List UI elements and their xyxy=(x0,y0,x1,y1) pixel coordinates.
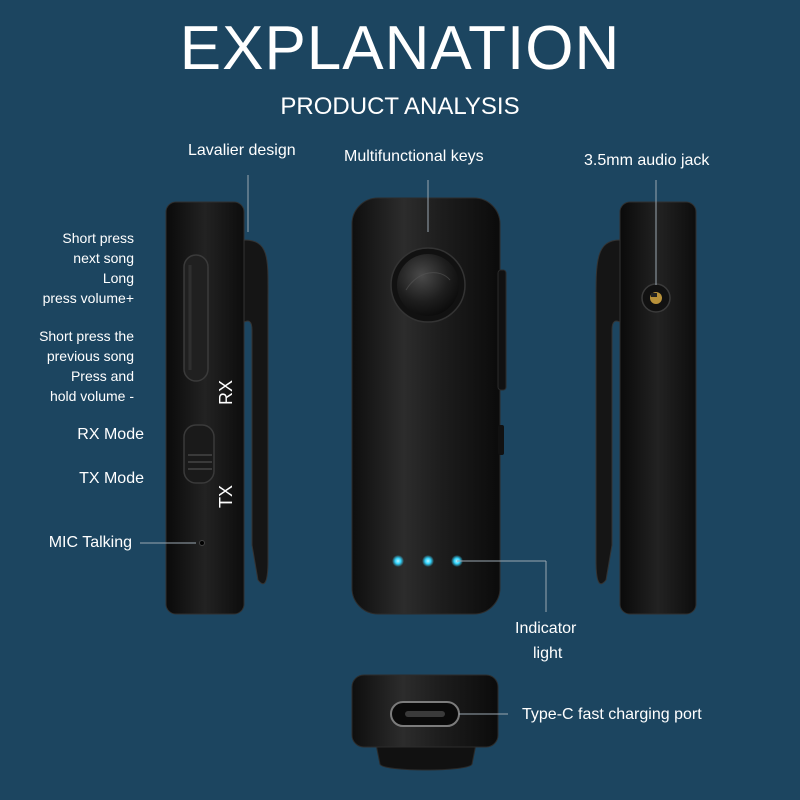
tx-mode-label: TX Mode xyxy=(79,470,144,487)
leader-lines xyxy=(140,175,657,715)
mic-talking-label: MIC Talking xyxy=(48,534,132,551)
short-prev-line-2: previous song xyxy=(46,348,134,364)
indicator-line-1: Indicator xyxy=(515,620,577,637)
rx-label: RX xyxy=(216,380,236,405)
svg-text:RX: RX xyxy=(216,380,236,405)
rx-mode-label: RX Mode xyxy=(77,426,144,443)
center-device-front-view xyxy=(351,197,507,615)
indicator-light-label: Indicator light xyxy=(515,616,576,666)
left-device-side-view xyxy=(165,201,269,615)
indicator-line-2: light xyxy=(533,645,563,662)
multifunctional-keys-label: Multifunctional keys xyxy=(344,148,484,165)
svg-text:TX: TX xyxy=(216,485,236,508)
page-title: EXPLANATION xyxy=(179,14,621,83)
bottom-device-typec-view xyxy=(351,674,499,771)
short-press-prev-label: Short press the previous song Press and … xyxy=(39,326,134,406)
short-next-line-1: Short press xyxy=(62,230,134,246)
short-prev-line-3: Press and xyxy=(70,368,134,384)
right-device-side-view xyxy=(595,201,697,615)
short-next-line-4: press volume+ xyxy=(42,290,134,306)
lavalier-design-label: Lavalier design xyxy=(188,142,296,159)
short-press-next-label: Short press next song Long press volume+ xyxy=(43,228,134,308)
typec-port-label: Type-C fast charging port xyxy=(522,706,702,723)
short-next-line-2: next song xyxy=(73,250,134,266)
audio-jack-label: 3.5mm audio jack xyxy=(584,152,710,169)
short-next-line-3: Long xyxy=(102,270,134,286)
tx-label: TX xyxy=(216,485,236,508)
short-prev-line-4: hold volume - xyxy=(49,388,134,404)
page-subtitle: PRODUCT ANALYSIS xyxy=(280,93,520,120)
short-prev-line-1: Short press the xyxy=(39,328,134,344)
